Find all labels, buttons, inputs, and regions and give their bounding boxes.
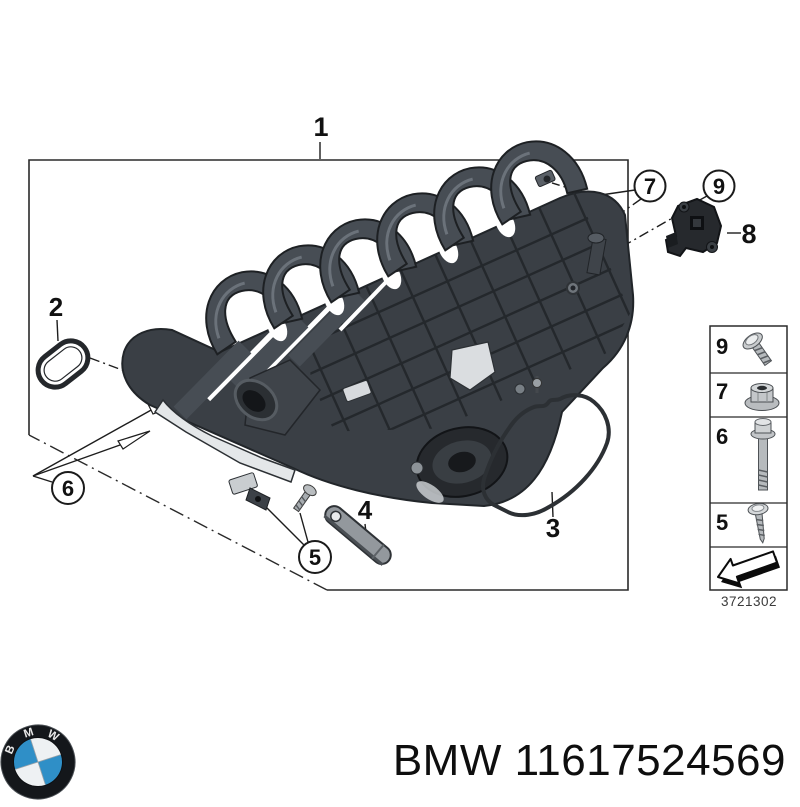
studs-and-fittings [245, 232, 607, 511]
callout-2: 2 [49, 292, 63, 322]
legend-num-9: 9 [716, 334, 728, 359]
top-bolt-boss [534, 169, 556, 188]
svg-text:9: 9 [713, 174, 725, 199]
legend-num-5: 5 [716, 510, 728, 535]
legend-num-7: 7 [716, 379, 728, 404]
svg-text:5: 5 [309, 545, 321, 570]
bmw-roundel-quadrants [14, 738, 62, 786]
intake-port-opening [233, 359, 321, 436]
profile-gasket-oring [35, 338, 91, 390]
flange-bolt-icon [750, 418, 776, 491]
svg-text:6: 6 [62, 476, 74, 501]
intake-manifold-drawing [121, 140, 638, 511]
callout-circle-9: 9 [702, 169, 736, 203]
svg-text:7: 7 [644, 174, 656, 199]
runner-tubes [173, 289, 365, 420]
diagram-id: 3721302 [721, 594, 777, 609]
bmw-logo: B M W [0, 722, 80, 802]
parts-diagram-figure[interactable]: 1 2 3 4 8 6 5 7 9 9 7 6 5 [0, 0, 800, 715]
pressure-sensor [664, 197, 723, 258]
callout-circle-7: 7 [633, 169, 667, 203]
callout-1: 1 [313, 112, 328, 142]
manifold-body [121, 190, 635, 508]
legend-num-6: 6 [716, 424, 728, 449]
runner-arches [205, 140, 589, 356]
callout-circle-5: 5 [298, 540, 332, 574]
self-tapping-screw-icon [747, 503, 769, 544]
callout-4: 4 [358, 495, 373, 525]
bracket-screw [292, 484, 317, 513]
callout-3: 3 [546, 513, 560, 543]
callout-circle-6: 6 [51, 471, 85, 505]
throttle-body-gasket [481, 393, 611, 518]
assembly-box [28, 159, 629, 591]
flank-gaps [205, 280, 388, 402]
logo-letter-w: W [45, 728, 61, 744]
callout-8: 8 [741, 219, 756, 249]
manifold-flange-face [153, 398, 296, 483]
logo-letter-m: M [22, 726, 35, 740]
support-bracket [323, 505, 392, 566]
pan-head-screw-icon [742, 332, 773, 367]
part-number-text: BMW 11617524569 [392, 736, 786, 785]
flange-nut-icon [744, 383, 780, 411]
direction-arrow-icon [717, 550, 780, 589]
legend-table: 9 7 6 5 [709, 325, 788, 591]
